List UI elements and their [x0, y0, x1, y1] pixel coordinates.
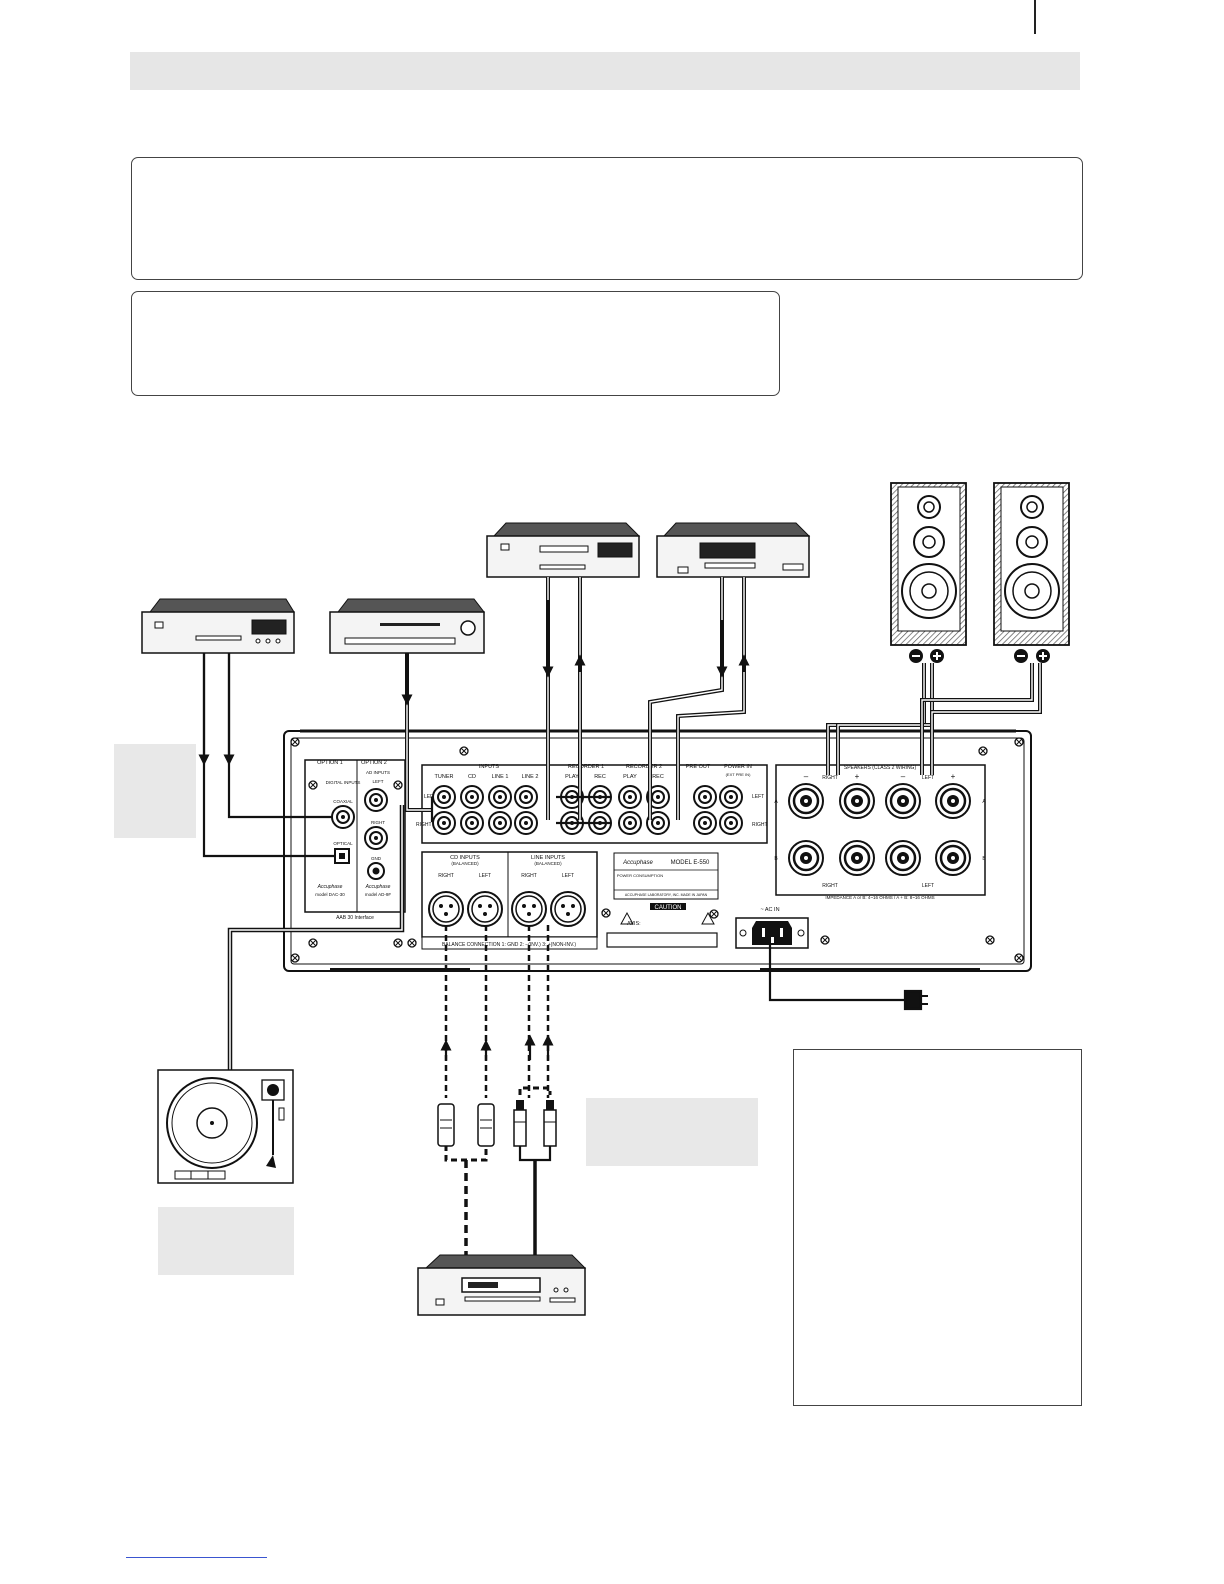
- svg-text:–: –: [804, 772, 809, 781]
- model-ad-label: model AD-9F: [365, 892, 392, 897]
- rca-jack[interactable]: [488, 811, 512, 835]
- option2-label: OPTION 2: [361, 760, 387, 766]
- input-jack-label: LINE 2: [522, 774, 539, 780]
- caption-panel-middle: [586, 1098, 758, 1166]
- ad-right-label: RIGHT: [371, 820, 385, 825]
- impedance-label: IMPEDANCE A or B: 4~16 OHMS / A + B: 8~1…: [825, 895, 934, 900]
- tuner-device: [329, 598, 486, 654]
- amplifier-rear-panel: OPTION 1 OPTION 2 DIGITAL INPUTS COAXIAL…: [283, 729, 1032, 972]
- optical-label: OPTICAL: [333, 841, 353, 846]
- aab-interface-label: AAB 30 Interface: [336, 915, 374, 921]
- caution-label: CAUTION: [655, 905, 682, 911]
- ad-left-label: LEFT: [372, 779, 383, 784]
- brand-logo-dac: Accuphase: [317, 884, 343, 890]
- cd-balanced-label: (BALANCED): [451, 861, 479, 866]
- speakers-header: SPEAKERS (CLASS 2 WIRING): [844, 765, 917, 771]
- model-dac-label: model DAC-30: [315, 892, 345, 897]
- made-in-label: ACCUPHASE LABORATORY, INC. MADE IN JAPAN: [625, 893, 708, 897]
- input-jack-label: REC: [594, 774, 606, 780]
- svg-text:+: +: [855, 772, 860, 781]
- wiring: [198, 577, 1042, 1255]
- rca-jack[interactable]: [488, 785, 512, 809]
- rca-jack[interactable]: [460, 811, 484, 835]
- caption-panel-left: [114, 744, 196, 838]
- footer-link-rule: [126, 1557, 267, 1558]
- pre-out-header: PRE OUT: [686, 764, 711, 770]
- side-note-box: [793, 1049, 1082, 1406]
- rca-left-label: LEFT: [424, 794, 436, 800]
- speaker-left: [993, 482, 1070, 663]
- speaker-left-bottom-label: LEFT: [922, 883, 934, 889]
- rca-jack[interactable]: [719, 785, 743, 809]
- turntable-device: [157, 1069, 294, 1184]
- svg-text:+: +: [951, 772, 956, 781]
- input-jack-label: LINE 1: [492, 774, 509, 780]
- digital-inputs-label: DIGITAL INPUTS: [326, 780, 361, 785]
- rca-plugs: [513, 1100, 557, 1147]
- avis-label: AVIS:: [627, 921, 641, 927]
- rca-right-label: RIGHT: [416, 822, 432, 828]
- recorder2-header: RECORDER 2: [626, 764, 662, 770]
- rca-jack[interactable]: [693, 811, 717, 835]
- inputs-header: INPUTS: [479, 764, 500, 770]
- rca-jack[interactable]: [618, 811, 642, 835]
- coaxial-label: COAXIAL: [333, 799, 353, 804]
- note-box-top: [131, 157, 1083, 280]
- ext-pre-in-label: (EXT PRE IN): [726, 772, 751, 777]
- recorder2-device: [656, 522, 811, 578]
- cd-right-label: RIGHT: [438, 873, 454, 879]
- ac-in-label: ~ AC IN: [760, 907, 779, 913]
- caption-panel-turntable: [158, 1207, 294, 1275]
- brand-nameplate: Accuphase: [622, 860, 653, 866]
- gnd-label: GND: [371, 856, 382, 861]
- power-in-header: POWER IN: [724, 764, 752, 770]
- rca-jack[interactable]: [432, 785, 456, 809]
- speaker-right-top-label: RIGHT: [822, 775, 838, 781]
- option1-label: OPTION 1: [317, 760, 343, 766]
- rca-jack[interactable]: [618, 785, 642, 809]
- line-balanced-label: (BALANCED): [534, 861, 562, 866]
- model-nameplate: MODEL E-550: [671, 860, 710, 866]
- xlr-plugs: [437, 1103, 495, 1147]
- power-in-left-label: LEFT: [752, 794, 764, 800]
- line-left-label: LEFT: [562, 873, 574, 879]
- top-rule: [1034, 0, 1036, 34]
- input-jack-label: CD: [468, 774, 476, 780]
- speaker-left-top-label: LEFT: [922, 775, 934, 781]
- terminal-b-left: B: [774, 856, 778, 862]
- rca-jack[interactable]: [514, 811, 538, 835]
- input-jack-label: TUNER: [435, 774, 454, 780]
- note-box-middle: [131, 291, 780, 396]
- brand-logo-ad: Accuphase: [365, 884, 391, 890]
- terminal-a-left: A: [774, 799, 778, 805]
- recorder1-header: RECORDER 1: [568, 764, 604, 770]
- balance-connection-label: BALANCE CONNECTION 1: GND 2: −(INV.) 3: …: [442, 942, 576, 948]
- rca-jack[interactable]: [460, 785, 484, 809]
- recorder1-device: [486, 522, 641, 578]
- line-inputs-label: LINE INPUTS: [531, 855, 565, 861]
- cd-left-label: LEFT: [479, 873, 491, 879]
- line-right-label: RIGHT: [521, 873, 537, 879]
- header-bar: [130, 52, 1080, 90]
- power-in-right-label: RIGHT: [752, 822, 768, 828]
- digital-source-device: [141, 598, 295, 654]
- input-jack-label: REC: [652, 774, 664, 780]
- rca-jack[interactable]: [693, 785, 717, 809]
- rca-jack[interactable]: [719, 811, 743, 835]
- input-jack-label: PLAY: [623, 774, 637, 780]
- speaker-right-bottom-label: RIGHT: [822, 883, 838, 889]
- rca-jack[interactable]: [432, 811, 456, 835]
- speaker-right: [890, 482, 967, 663]
- rca-jack[interactable]: [514, 785, 538, 809]
- ad-inputs-label: AD INPUTS: [366, 770, 390, 775]
- terminal-a-right: A: [982, 799, 986, 805]
- terminal-b-right: B: [982, 856, 986, 862]
- svg-text:–: –: [901, 772, 906, 781]
- power-consumption-label: POWER CONSUMPTION: [617, 873, 663, 878]
- input-jack-label: PLAY: [565, 774, 579, 780]
- cd-player-device: [417, 1254, 587, 1316]
- cd-inputs-label: CD INPUTS: [450, 855, 480, 861]
